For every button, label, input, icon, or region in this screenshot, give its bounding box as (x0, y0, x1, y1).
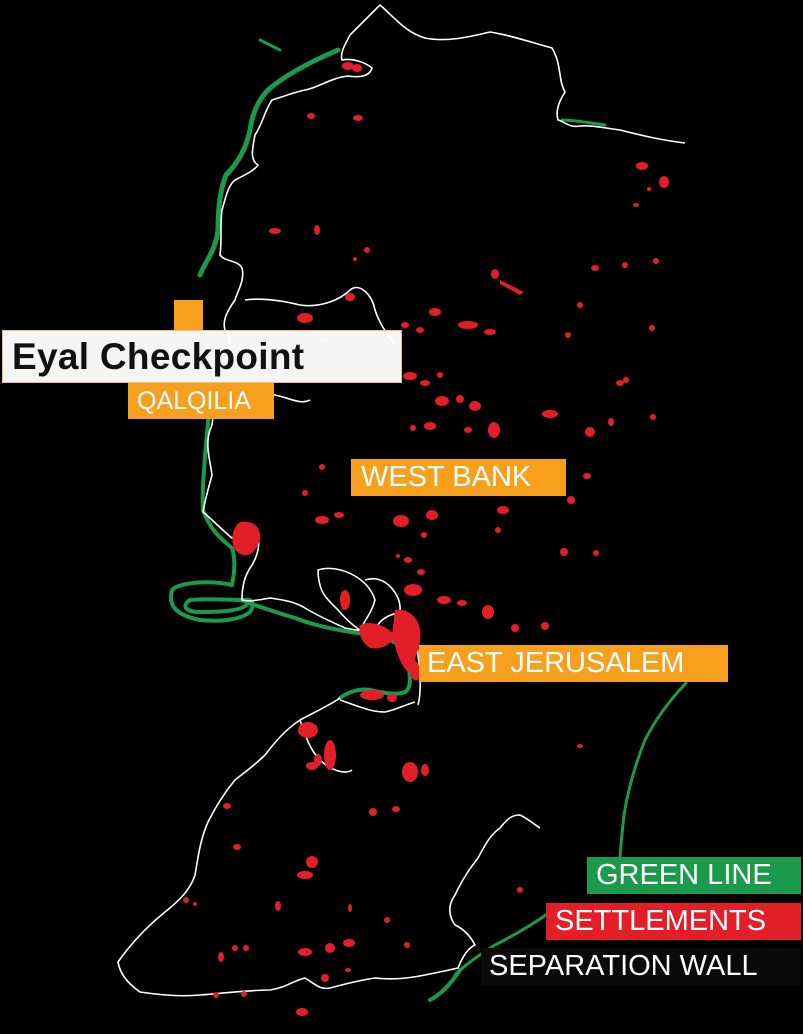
region-label-east-jerusalem: EAST JERUSALEM (419, 645, 728, 682)
green-line (169, 38, 688, 1002)
legend-settlements: SETTLEMENTS (546, 903, 801, 940)
separation-wall (117, 4, 686, 997)
checkpoint-title: Eyal Checkpoint (2, 330, 402, 383)
legend-green-line: GREEN LINE (587, 857, 801, 894)
legend-separation-wall: SEPARATION WALL (481, 948, 801, 986)
city-label-qalqilia: QALQILIA (128, 383, 274, 419)
checkpoint-marker[interactable] (174, 300, 203, 330)
region-label-west-bank: WEST BANK (351, 459, 566, 496)
